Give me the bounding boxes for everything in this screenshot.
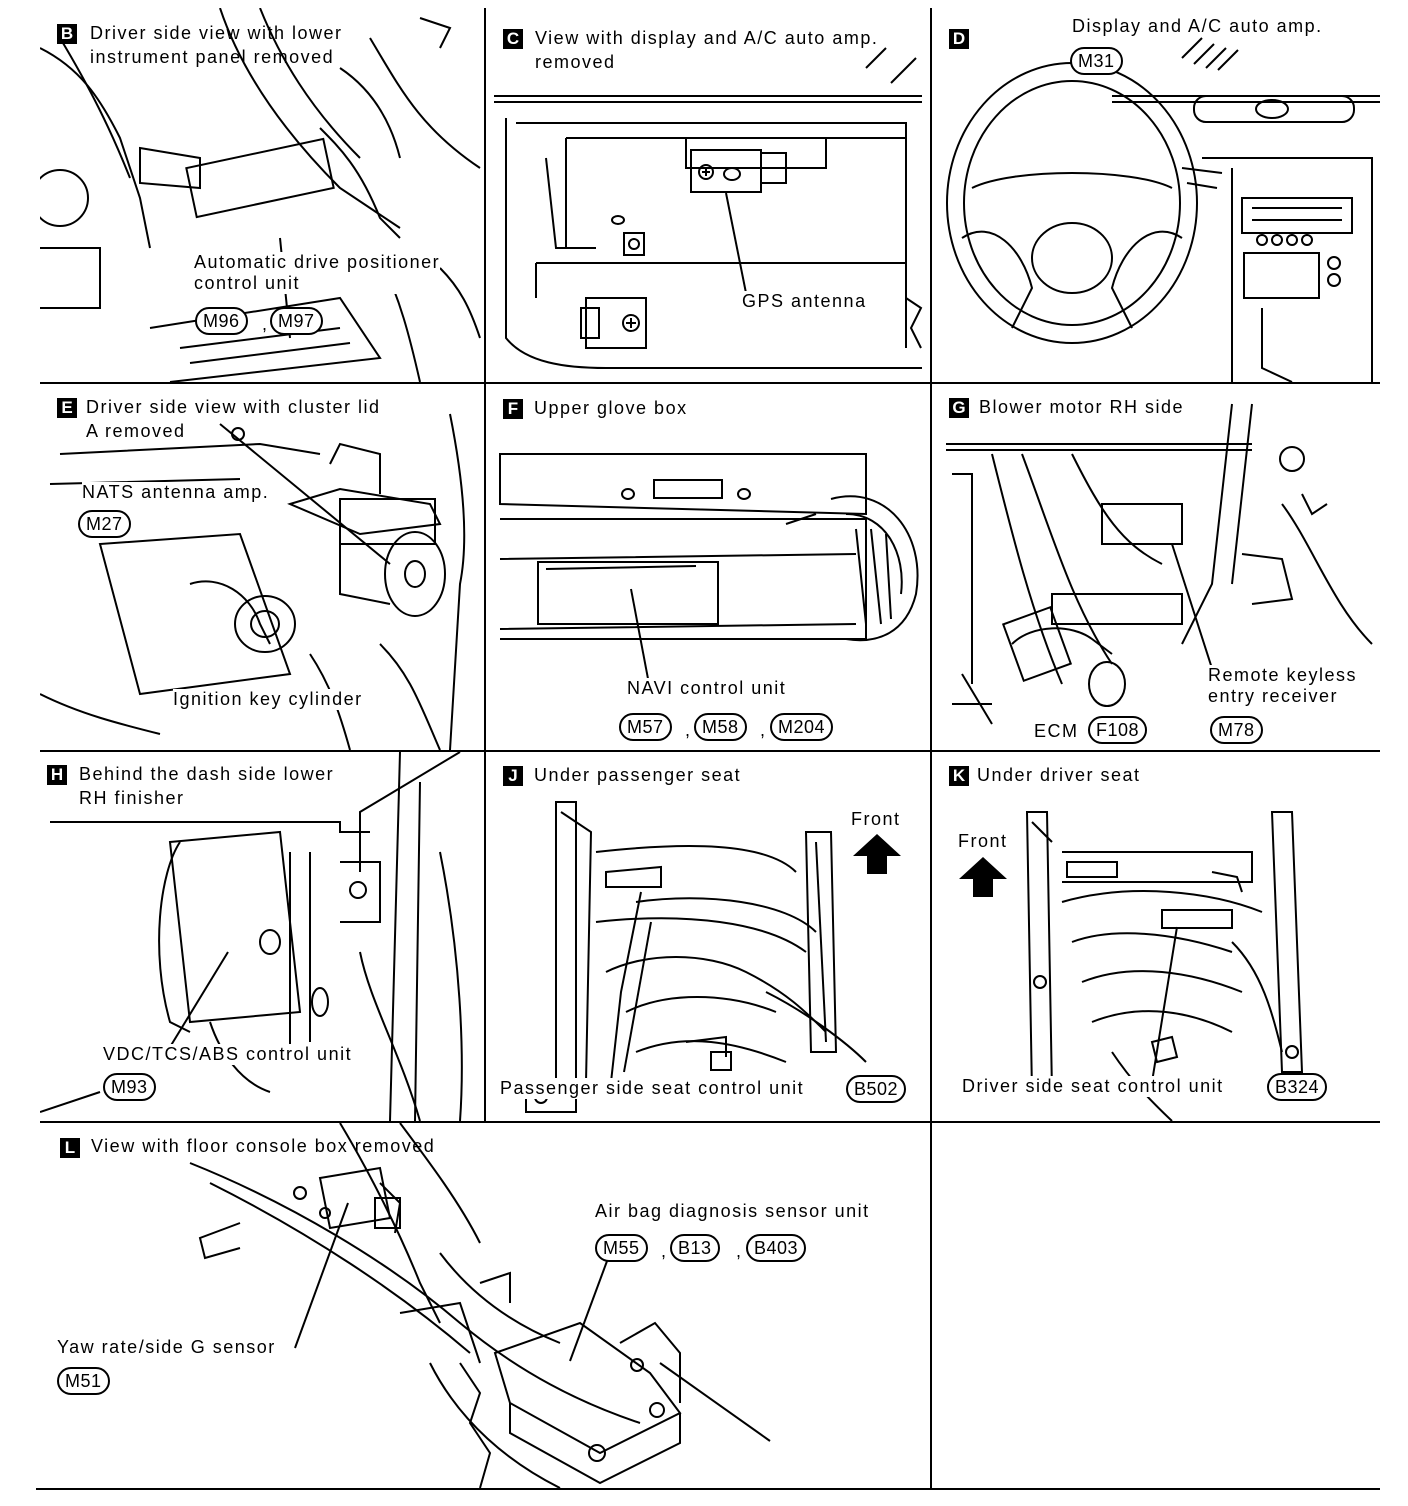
panel-letter: B [57,24,77,44]
grid-h-2 [40,750,1380,752]
panel-e: E Driver side view with cluster lid A re… [40,384,484,750]
separator: , [661,1241,667,1261]
panel-title: Upper glove box [534,398,688,418]
panel-title: Blower motor RH side [979,397,1185,417]
component-label: NAVI control unit [627,678,787,699]
panel-letter: G [949,398,969,418]
component-label: Automatic drive positioner control unit [194,252,441,294]
arrow-up-icon [853,834,901,874]
panel-g-illustration [946,403,1373,725]
panel-title: Behind the dash side lower RH finisher [79,764,335,808]
panel-d-illustration [946,37,1380,382]
connector-badge: M55 [595,1234,648,1262]
panel-j-illustration [525,801,867,1113]
panel-title: View with floor console box removed [91,1136,436,1156]
panel-title: Under driver seat [977,765,1141,785]
panel-b: B Driver side view with lower instrument… [40,8,484,382]
component-label: Passenger side seat control unit [500,1078,805,1099]
panel-c: C View with display and A/C auto amp. re… [486,8,930,382]
connector-badge: B502 [846,1075,907,1103]
grid-v-left [484,8,486,1122]
panel-k-illustration [1025,811,1304,1121]
panel-letter: F [503,399,523,419]
panel-h: H Behind the dash side lower RH finisher… [40,752,484,1121]
panel-f: F Upper glove box NAVI control unit M57 … [486,384,930,750]
connector-badge: M57 [619,713,672,741]
panel-letter: L [60,1138,80,1158]
separator: , [736,1241,742,1261]
yaw-rate-label: Yaw rate/side G sensor [57,1337,276,1358]
panel-k: K Under driver seat Front Driver side se… [932,752,1380,1121]
panel-letter: E [57,398,77,418]
connector-badge: M97 [270,307,323,335]
panel-l: L View with floor console box removed Ai… [40,1123,930,1488]
connector-badge: M51 [57,1367,110,1395]
panel-l-illustration [189,1123,771,1488]
front-label: Front [851,809,901,829]
panel-letter: H [47,765,67,785]
arrow-up-icon [959,857,1007,897]
separator: , [685,720,691,740]
panel-c-illustration [494,47,923,369]
panel-letter: D [949,29,969,49]
separator: , [760,720,766,740]
panel-letter: K [949,766,969,786]
panel-e-illustration [40,413,466,750]
panel-title: Display and A/C auto amp. [1072,16,1323,36]
connector-badge: M78 [1210,716,1263,744]
panel-title: Under passenger seat [534,765,742,785]
component-label: VDC/TCS/ABS control unit [103,1044,353,1065]
connector-badge: M93 [103,1073,156,1101]
panel-title: View with display and A/C auto amp. remo… [535,28,879,72]
panel-title: Driver side view with cluster lid A remo… [86,397,381,441]
panel-letter: J [503,766,523,786]
connector-badge: B13 [670,1234,720,1262]
grid-h-3 [40,1121,1380,1123]
panel-g: G Blower motor RH side Remote keyless en… [932,384,1380,750]
connector-badge: M204 [770,713,834,741]
panel-letter: C [503,29,523,49]
ecm-label: ECM [1034,721,1079,742]
ignition-label: Ignition key cylinder [173,689,363,710]
airbag-label: Air bag diagnosis sensor unit [595,1201,870,1222]
connector-badge: M96 [195,307,248,335]
connector-badge: M27 [78,510,131,538]
grid-h-bottom [36,1488,1380,1490]
component-label: Driver side seat control unit [962,1076,1224,1097]
component-label: GPS antenna [742,291,867,312]
front-label: Front [958,831,1008,851]
nats-label: NATS antenna amp. [82,482,270,503]
panel-j: J Under passenger seat Front Passenger s… [486,752,930,1121]
panel-h-illustration [40,752,463,1121]
panel-d: D Display and A/C auto amp. M31 [932,8,1380,382]
separator: , [262,314,268,334]
panel-title: Driver side view with lower instrument p… [90,23,343,67]
panel-f-illustration [499,453,919,685]
connector-badge: B324 [1267,1073,1328,1101]
connector-badge: F108 [1088,716,1148,744]
grid-v-right [930,8,932,1490]
panel-b-illustration [40,8,481,382]
grid-h-1 [40,382,1380,384]
remote-keyless-label: Remote keyless entry receiver [1208,665,1358,707]
connector-badge: M58 [694,713,747,741]
connector-badge: M31 [1070,47,1123,75]
connector-badge: B403 [746,1234,807,1262]
